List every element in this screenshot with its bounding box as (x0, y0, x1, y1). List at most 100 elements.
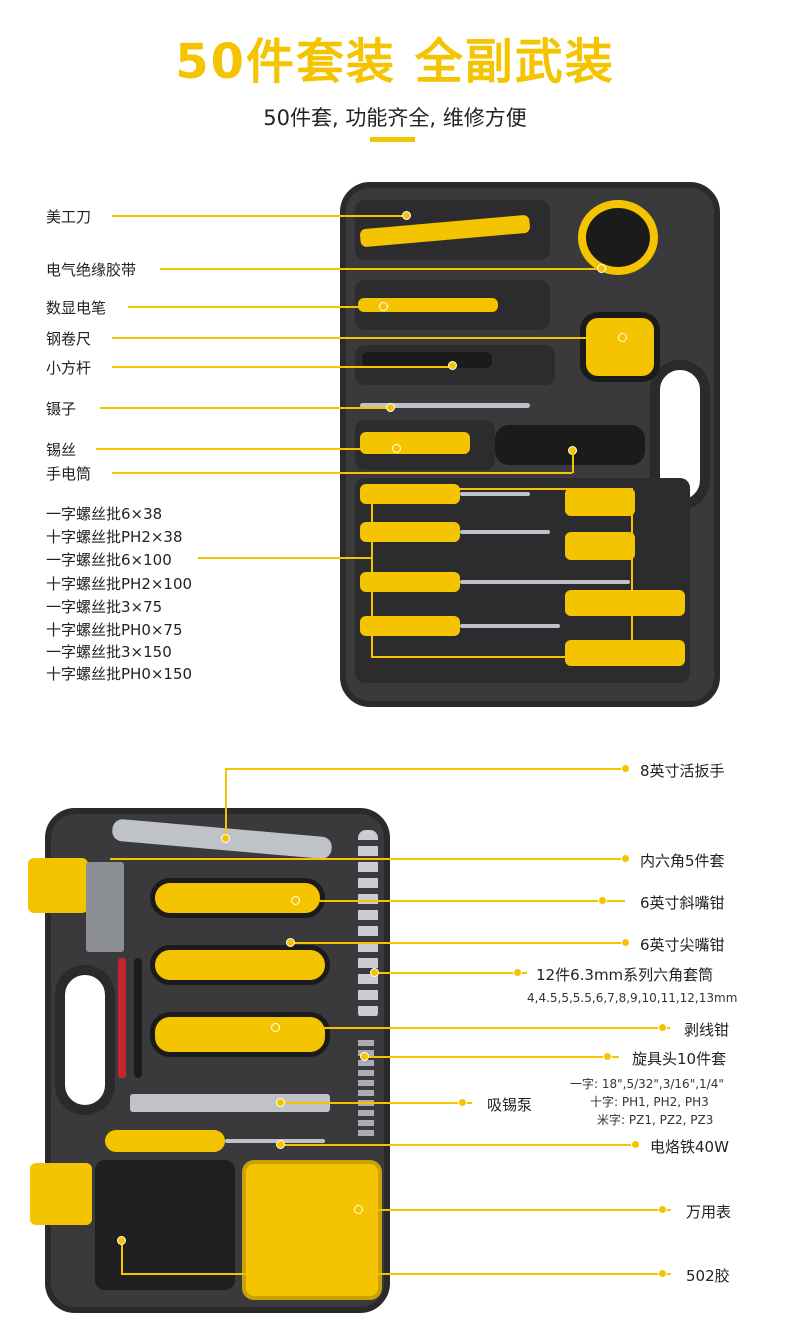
leader-dot (621, 764, 630, 773)
screwdriver (565, 590, 685, 616)
leader-line (100, 407, 390, 409)
screwdriver (565, 640, 685, 666)
label-sockets: 12件6.3mm系列六角套筒 (536, 966, 714, 984)
leader-line (121, 1273, 671, 1275)
label-wrench: 8英寸活扳手 (640, 762, 725, 780)
leader-line (358, 1209, 671, 1211)
leader-dot (386, 403, 395, 412)
label-bits: 旋具头10件套 (632, 1050, 727, 1068)
soldering-iron-tip (225, 1139, 325, 1143)
leader-dot (458, 1098, 467, 1107)
leader-dot (598, 896, 607, 905)
hex-bar (362, 352, 492, 368)
screwdriver (565, 488, 635, 516)
label-needle-pliers: 6英寸尖嘴钳 (640, 936, 725, 954)
title-accent-bar (370, 137, 415, 142)
screwdriver (360, 522, 460, 542)
leader-line (295, 900, 625, 902)
label-ruler: 钢卷尺 (46, 330, 92, 348)
screwdriver (360, 572, 460, 592)
label-iron: 电烙铁40W (650, 1138, 729, 1156)
bits-phillips: 十字: PH1, PH2, PH3 (590, 1095, 709, 1109)
multimeter-tool (242, 1160, 382, 1300)
leader-dot (354, 1205, 363, 1214)
label-screwdriver: 一字螺丝批3×150 (46, 643, 172, 661)
voltage-pen (358, 298, 498, 312)
bit-column (358, 1040, 374, 1140)
page-subtitle: 50件套, 功能齐全, 维修方便 (263, 106, 527, 130)
leader-dot (513, 968, 522, 977)
leader-line (128, 306, 383, 308)
leader-dot (597, 264, 606, 273)
leader-dot (603, 1052, 612, 1061)
leader-dot (276, 1098, 285, 1107)
screwdriver-shaft (460, 624, 560, 628)
wire-stripper (150, 1012, 330, 1057)
label-screwdriver: 十字螺丝批PH2×38 (46, 528, 183, 546)
leader-line (225, 768, 227, 838)
accessory-tray (95, 1160, 235, 1290)
leader-line (225, 768, 625, 770)
label-screwdriver: 一字螺丝批3×75 (46, 598, 163, 616)
bits-slot: 一字: 18",5/32",3/16",1/4" (570, 1077, 724, 1091)
leader-dot (658, 1205, 667, 1214)
label-diagonal-pliers: 6英寸斜嘴钳 (640, 894, 725, 912)
leader-dot (392, 444, 401, 453)
screwdriver-shaft (460, 492, 530, 496)
screwdriver (565, 532, 635, 560)
label-screwdriver: 十字螺丝批PH2×100 (46, 575, 193, 593)
label-screwdriver: 十字螺丝批PH0×75 (46, 621, 183, 639)
label-glue: 502胶 (686, 1267, 730, 1285)
label-multimeter: 万用表 (686, 1203, 732, 1221)
leader-dot (658, 1023, 667, 1032)
label-screwdriver: 一字螺丝批6×38 (46, 505, 163, 523)
screwdriver-shaft (460, 530, 550, 534)
leader-line (198, 557, 373, 559)
label-tape: 电气绝缘胶带 (46, 261, 137, 279)
leader-line (364, 1056, 619, 1058)
leader-dot (117, 1236, 126, 1245)
leader-dot (370, 968, 379, 977)
leader-line (290, 942, 625, 944)
case-latch (30, 1163, 92, 1225)
leader-line (112, 215, 407, 217)
label-hex: 内六角5件套 (640, 852, 725, 870)
label-screwdriver: 一字螺丝批6×100 (46, 551, 172, 569)
leader-line (572, 452, 574, 473)
case-handle (55, 965, 115, 1115)
solder-wire-tool (360, 432, 470, 454)
tape-measure (580, 312, 660, 382)
test-leads (134, 958, 142, 1078)
test-leads (118, 958, 126, 1078)
screwdriver-shaft (460, 580, 630, 584)
tweezers-tool (360, 403, 530, 408)
leader-line (160, 268, 600, 270)
leader-line (280, 1144, 635, 1146)
bits-pozi: 米字: PZ1, PZ2, PZ3 (597, 1113, 714, 1127)
leader-dot (618, 333, 627, 342)
hex-keys (86, 862, 124, 952)
label-stripper: 剥线钳 (684, 1021, 730, 1039)
leader-line (96, 448, 396, 450)
case-latch (28, 858, 88, 913)
leader-dot (276, 1140, 285, 1149)
leader-line (112, 337, 622, 339)
leader-dot (360, 1052, 369, 1061)
leader-line (112, 472, 572, 474)
leader-dot (291, 896, 300, 905)
leader-dot (448, 361, 457, 370)
page-title: 50件套装 全副武装 (175, 34, 615, 90)
label-screwdriver: 十字螺丝批PH0×150 (46, 665, 193, 683)
leader-dot (658, 1269, 667, 1278)
leader-line (112, 366, 452, 368)
flashlight-tool (495, 425, 645, 465)
label-pen: 数显电笔 (46, 299, 107, 317)
leader-line (374, 972, 527, 974)
leader-dot (271, 1023, 280, 1032)
leader-dot (286, 938, 295, 947)
label-flashlight: 手电筒 (46, 465, 92, 483)
screwdriver (360, 616, 460, 636)
leader-dot (631, 1140, 640, 1149)
leader-dot (379, 302, 388, 311)
leader-dot (621, 938, 630, 947)
